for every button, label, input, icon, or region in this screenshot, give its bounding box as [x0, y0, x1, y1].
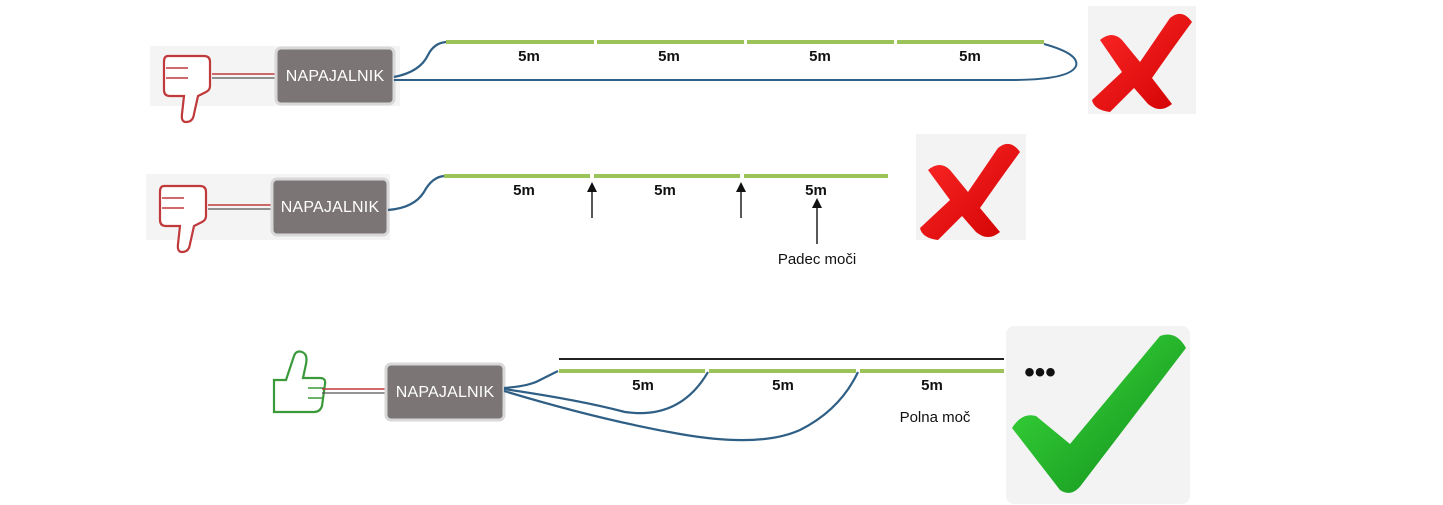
power-supply-box: NAPAJALNIK [274, 46, 396, 106]
segment-length-label: 5m [632, 377, 654, 394]
power-supply-box: NAPAJALNIK [270, 177, 390, 237]
voltage-drop-arrow [587, 182, 597, 218]
full-power-note: Polna moč [900, 409, 971, 426]
thumbs-down-icon [158, 184, 208, 254]
red-x-icon [916, 134, 1026, 240]
segment-length-label: 5m [805, 182, 827, 199]
thumbs-down-icon [162, 54, 212, 124]
segment-length-label: 5m [658, 48, 680, 65]
segment-length-label: 5m [921, 377, 943, 394]
segment-length-label: 5m [513, 182, 535, 199]
power-supply-label: NAPAJALNIK [281, 199, 380, 216]
segment-length-label: 5m [772, 377, 794, 394]
voltage-drop-note: Padec moči [778, 251, 856, 268]
power-supply-label: NAPAJALNIK [396, 384, 495, 401]
row-2-series-wiring: NAPAJALNIK 5m 5m 5m Padec moči [146, 134, 1026, 268]
thumbs-up-icon [272, 350, 327, 414]
continuation-dots: ••• [1024, 356, 1056, 389]
voltage-drop-arrow [736, 182, 746, 218]
green-check-icon [1006, 326, 1190, 504]
voltage-drop-arrow [812, 198, 822, 244]
power-supply-box: NAPAJALNIK [384, 362, 506, 422]
segment-length-label: 5m [959, 48, 981, 65]
segment-length-label: 5m [809, 48, 831, 65]
power-supply-label: NAPAJALNIK [286, 68, 385, 85]
segment-length-label: 5m [518, 48, 540, 65]
row-3-parallel-wiring: NAPAJALNIK 5m 5m 5m Polna moč ••• [272, 326, 1190, 504]
segment-length-label: 5m [654, 182, 676, 199]
red-x-icon [1088, 6, 1196, 114]
row-1-series-wiring: NAPAJALNIK 5m 5m 5m 5m [150, 6, 1196, 124]
